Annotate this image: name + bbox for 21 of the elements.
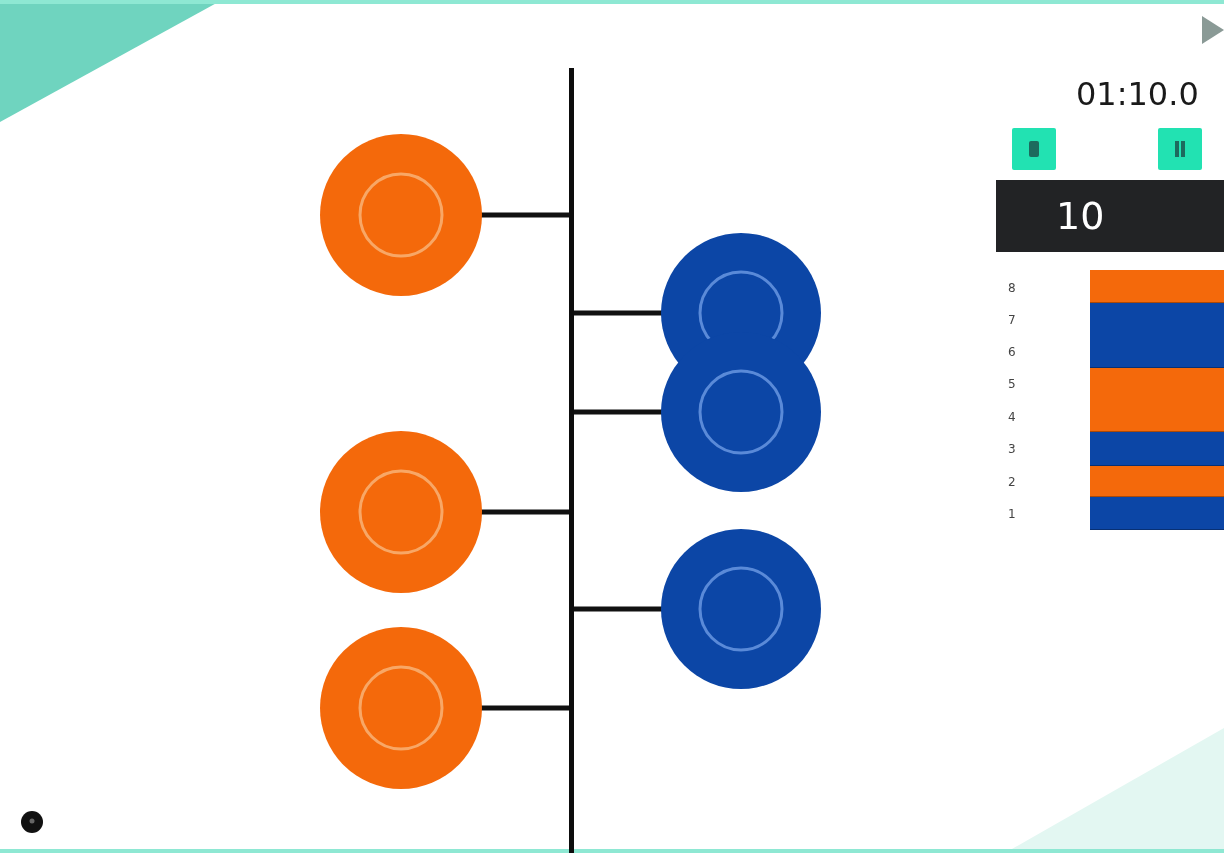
disc-node <box>661 529 821 689</box>
connector-line <box>481 509 569 515</box>
timer: 01:10.0 <box>1076 74 1199 114</box>
level-number: 8 <box>1008 280 1016 296</box>
level-number: 4 <box>1008 409 1016 425</box>
level-number: 1 <box>1008 506 1016 522</box>
level-number: 5 <box>1008 376 1016 392</box>
level-number: 6 <box>1008 344 1016 360</box>
disc-node <box>320 627 482 789</box>
disc-node <box>320 431 482 593</box>
vertical-rail <box>569 68 574 853</box>
connector-line <box>574 606 662 612</box>
level-number: 2 <box>1008 474 1016 490</box>
connector-line <box>574 409 662 415</box>
level-number: 7 <box>1008 312 1016 328</box>
connector-line <box>481 212 569 218</box>
score-value: 10 <box>1056 193 1105 240</box>
disc-node <box>320 134 482 296</box>
connector-line <box>481 705 569 711</box>
level-number: 3 <box>1008 441 1016 457</box>
connector-line <box>574 310 662 316</box>
